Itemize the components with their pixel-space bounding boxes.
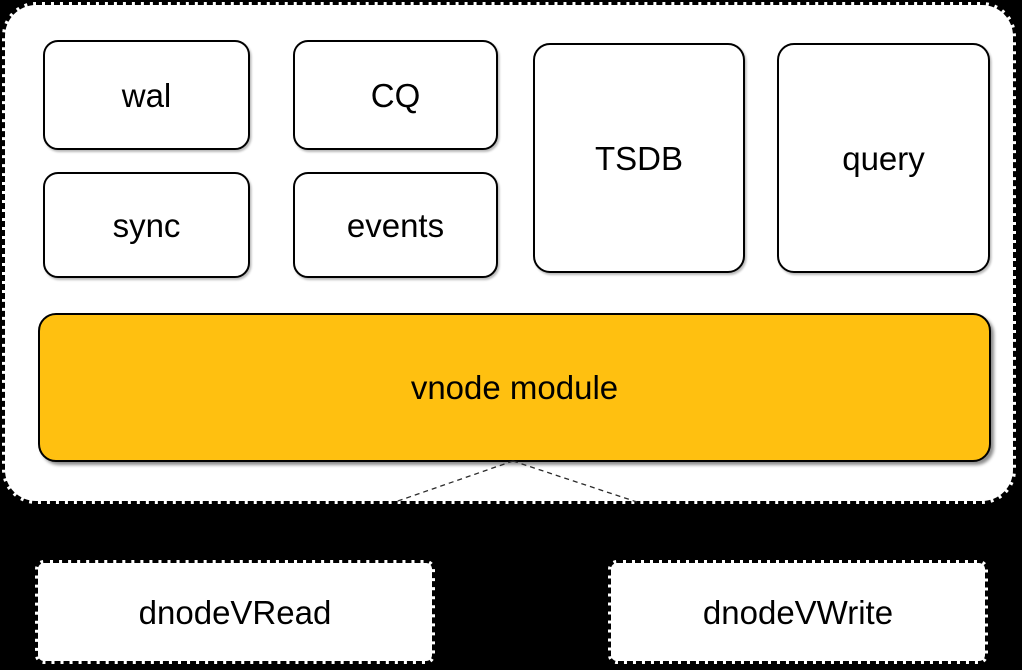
vnode-module-container: wal CQ sync events TSDB query vnode modu… [2,2,1016,504]
module-label-wal: wal [121,76,172,114]
module-label-events: events [346,206,445,244]
module-box-tsdb: TSDB [533,43,745,273]
module-label-cq: CQ [370,76,421,114]
vnode-module-bar: vnode module [38,313,991,462]
module-label-query: query [842,139,925,177]
vnode-module-label: vnode module [410,369,619,406]
dnode-vwrite-label: dnodeVWrite [702,593,894,631]
module-box-query: query [777,43,990,273]
dnode-vread-box: dnodeVRead [35,560,435,664]
module-box-events: events [293,172,498,278]
dnode-vwrite-box: dnodeVWrite [608,560,988,664]
module-label-sync: sync [112,206,181,244]
module-box-wal: wal [43,40,250,150]
module-box-cq: CQ [293,40,498,150]
module-label-tsdb: TSDB [594,139,683,177]
dnode-vread-label: dnodeVRead [138,593,332,631]
module-box-sync: sync [43,172,250,278]
